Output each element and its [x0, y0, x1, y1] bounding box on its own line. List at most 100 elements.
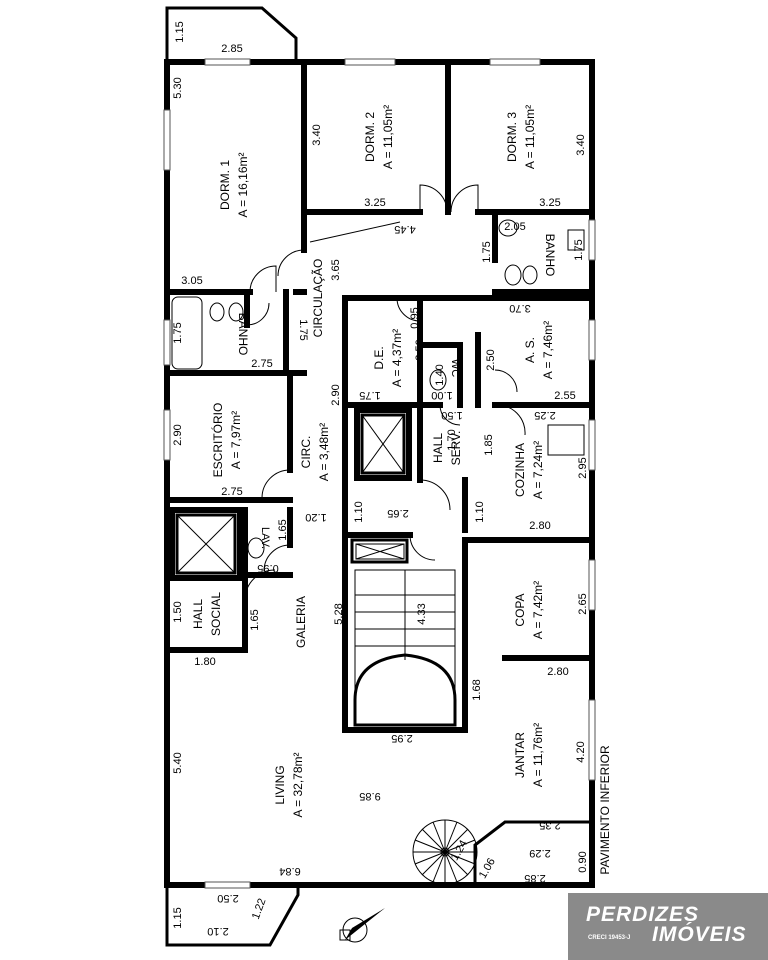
dim-label: 1.85: [483, 434, 495, 455]
dimension-labels: 1.15 2.85 5.30 3.40 3.25 4.45 3.40 3.25 …: [172, 21, 589, 937]
room-area-copa: A = 7,42m²: [531, 581, 545, 639]
dim-label: 2.50: [217, 892, 238, 904]
dim-label: 1.65: [249, 609, 261, 630]
dim-label: 4.20: [575, 741, 587, 762]
brand-creci: CRECI 19453-J: [588, 935, 631, 941]
room-area-escritorio: A = 7,97m²: [229, 411, 243, 469]
dim-label: 2.05: [504, 221, 525, 233]
dim-label: 9.85: [359, 790, 380, 802]
dim-label: 1.22: [250, 897, 269, 921]
spiral-stair: [412, 819, 592, 885]
dim-label: 2.65: [577, 593, 589, 614]
room-area-dorm2: A = 11,05m²: [381, 105, 395, 169]
dim-label: 2.35: [539, 819, 560, 831]
room-name-cozinha: COZINHA: [513, 443, 527, 497]
room-name-dorm1: DORM. 1: [218, 160, 232, 210]
room-area-jantar: A = 11,76m²: [531, 723, 545, 787]
floor-label: PAVIMENTO INFERIOR: [598, 745, 612, 875]
room-name-dorm2: DORM. 2: [363, 112, 377, 162]
dim-label: 3.65: [330, 259, 342, 280]
north-arrow-icon: [339, 908, 385, 943]
dim-label: 1.24: [449, 838, 470, 863]
dim-label: 2.95: [577, 457, 589, 478]
dim-label: 1.75: [359, 389, 380, 401]
dim-label: 1.75: [172, 322, 184, 343]
elevator-social: [169, 507, 243, 581]
dim-label: 2.80: [547, 666, 568, 678]
dim-label: 3.25: [364, 197, 385, 209]
dim-label: 2.29: [529, 847, 550, 859]
dim-label: 2.85: [221, 43, 242, 55]
dim-label: 2.50: [485, 349, 497, 370]
room-name-dorm3: DORM. 3: [505, 112, 519, 162]
dim-label: 4.45: [394, 223, 415, 235]
brand-logo: PERDIZES IMÓVEIS CRECI 19453-J: [568, 893, 768, 960]
dim-label: 0.95: [257, 562, 278, 574]
dim-label: 2.90: [172, 424, 184, 445]
fixtures: [171, 219, 585, 559]
dim-label: 2.75: [221, 486, 242, 498]
elevator-service: [355, 413, 406, 560]
dim-label: 2.90: [330, 384, 342, 405]
room-name-living: LIVING: [273, 765, 287, 804]
dim-label: 2.80: [529, 520, 550, 532]
room-name-hallsocial-1: HALL: [191, 599, 205, 629]
dim-label: 1.75: [297, 319, 309, 340]
dim-label: 4.33: [416, 603, 428, 624]
dim-label: 2.55: [554, 390, 575, 402]
room-name-hallsocial-2: SOCIAL: [209, 592, 223, 636]
dim-label: 0.90: [577, 851, 589, 872]
dim-label: 3.05: [181, 275, 202, 287]
room-area-dorm3: A = 11,05m²: [523, 105, 537, 169]
room-area-dorm1: A = 16,16m²: [236, 152, 250, 217]
dim-label: 2.10: [207, 925, 228, 937]
doors: [244, 184, 526, 601]
dim-label: 5.28: [333, 603, 345, 624]
dim-label: 1.75: [573, 239, 585, 260]
interior-walls: [164, 59, 595, 733]
room-name-jantar: JANTAR: [513, 732, 527, 778]
room-name-hallserv-1: HALL: [431, 433, 445, 463]
dim-label: 2.75: [251, 358, 272, 370]
room-name-banho1: BANHO: [236, 313, 250, 356]
brand-name-line1: PERDIZES: [586, 903, 700, 926]
dim-label: 1.70: [446, 429, 458, 450]
room-name-copa: COPA: [513, 593, 527, 626]
room-area-circ: A = 3,48m²: [317, 423, 331, 481]
dim-label: 2.65: [387, 507, 408, 519]
dim-label: 1.50: [172, 601, 184, 622]
dim-label: 1.40: [434, 364, 446, 385]
room-name-as: A. S.: [523, 337, 537, 363]
room-area-as: A = 7,46m²: [541, 321, 555, 379]
dim-label: 5.30: [172, 77, 184, 98]
dim-label: 2.25: [534, 409, 555, 421]
windows: [163, 58, 596, 889]
dim-label: 3.40: [311, 124, 323, 145]
dim-label: 1.65: [277, 519, 289, 540]
top-balcony: [165, 6, 298, 62]
dim-label: 2.50: [414, 339, 426, 360]
dim-label: 1.20: [305, 511, 326, 523]
dim-label: 1.68: [471, 679, 483, 700]
dim-label: 1.00: [431, 389, 452, 401]
dim-label: 1.06: [477, 856, 498, 881]
room-name-circulacao: CIRCULAÇÃO: [311, 259, 325, 338]
dim-label: 3.25: [539, 197, 560, 209]
dim-label: 1.10: [474, 501, 486, 522]
room-name-wc: WC: [449, 359, 461, 377]
room-area-de: A = 4,37m²: [390, 329, 404, 387]
dim-label: 1.75: [481, 241, 493, 262]
dim-label: 6.84: [279, 865, 300, 877]
room-name-escritorio: ESCRITÓRIO: [210, 403, 225, 478]
room-name-circ: CIRC.: [299, 436, 313, 469]
dim-label: 2.95: [391, 732, 412, 744]
room-name-de: D.E.: [372, 346, 386, 369]
dim-label: 1.15: [174, 21, 186, 42]
dim-label: 3.40: [575, 134, 587, 155]
dim-label: 3.70: [509, 302, 530, 314]
staircase: [353, 569, 457, 727]
bottom-balcony: [165, 885, 300, 947]
dim-label: 1.15: [172, 907, 184, 928]
brand-name-line2: IMÓVEIS: [652, 923, 747, 946]
